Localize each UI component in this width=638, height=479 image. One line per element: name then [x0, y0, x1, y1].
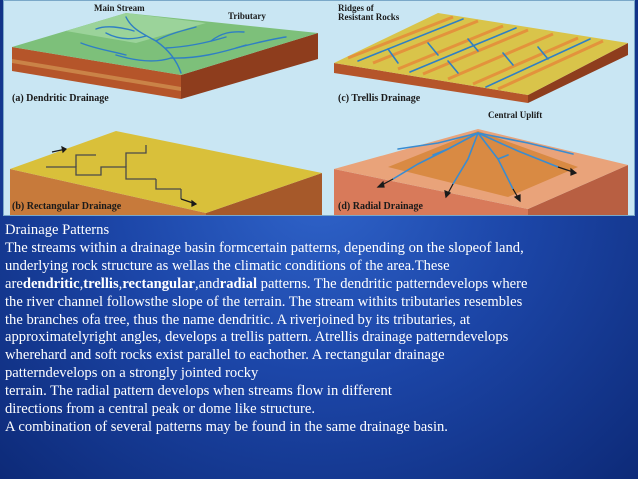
trellis-panel: Ridges of Resistant Rocks (c) Trellis Dr…: [328, 3, 632, 107]
section-title: Drainage Patterns: [5, 222, 110, 238]
radial-caption: (d) Radial Drainage: [338, 201, 423, 212]
paragraph-line-with-terms: aredendritic,trellis,rectangular,andradi…: [5, 276, 635, 294]
paragraph-line: directions from a central peak or dome l…: [5, 401, 315, 418]
tributary-callout: Tributary: [228, 11, 266, 21]
paragraph-line: terrain. The radial pattern develops whe…: [5, 383, 392, 400]
term-rectangular: rectangular: [122, 275, 195, 292]
ridges-callout: Ridges of Resistant Rocks: [338, 4, 399, 22]
term-dendritic: dendritic: [22, 275, 80, 292]
text-patterns: patterns. The dendritic patterndevelops …: [257, 275, 528, 292]
paragraph-line: wherehard and soft rocks exist parallel …: [5, 347, 445, 364]
text-comma: ,: [118, 275, 123, 292]
radial-illustration: [334, 129, 628, 215]
ridges-callout-text: Ridges of Resistant Rocks: [338, 3, 400, 22]
text-are: are: [5, 275, 23, 292]
text-comma: ,: [79, 275, 84, 292]
drainage-text: Drainage Patterns The streams within a d…: [5, 222, 635, 437]
term-radial: radial: [219, 275, 258, 292]
dendritic-panel: Main Stream Tributary (a) Dendritic Drai…: [6, 3, 324, 107]
paragraph-line: The streams within a drainage basin form…: [5, 239, 524, 256]
term-trellis: trellis: [83, 275, 119, 292]
paragraph-line: approximatelyright angles, develops a tr…: [5, 329, 509, 346]
dendritic-illustration: [12, 13, 318, 99]
main-stream-callout: Main Stream: [94, 3, 145, 13]
text-and: ,and: [195, 275, 220, 292]
paragraph-line: underlying rock structure as wellas the …: [5, 257, 450, 274]
radial-panel: Central Uplift (d) Radial Drainage: [328, 109, 632, 215]
trellis-illustration: [334, 13, 628, 103]
paragraph-line: the river channel followsthe slope of th…: [5, 293, 523, 310]
paragraph-line: patterndevelops on a strongly jointed ro…: [5, 365, 259, 382]
central-uplift-callout: Central Uplift: [488, 110, 543, 120]
trellis-caption: (c) Trellis Drainage: [338, 93, 421, 104]
drainage-patterns-figure: Main Stream Tributary (a) Dendritic Drai…: [3, 0, 635, 216]
paragraph-line: the branches ofa tree, thus the name den…: [5, 311, 471, 328]
paragraph-line: A combination of several patterns may be…: [5, 418, 448, 435]
rectangular-caption: (b) Rectangular Drainage: [12, 201, 122, 212]
dendritic-caption: (a) Dendritic Drainage: [12, 93, 109, 104]
rectangular-illustration: [10, 131, 322, 215]
rectangular-panel: (b) Rectangular Drainage: [6, 109, 324, 215]
